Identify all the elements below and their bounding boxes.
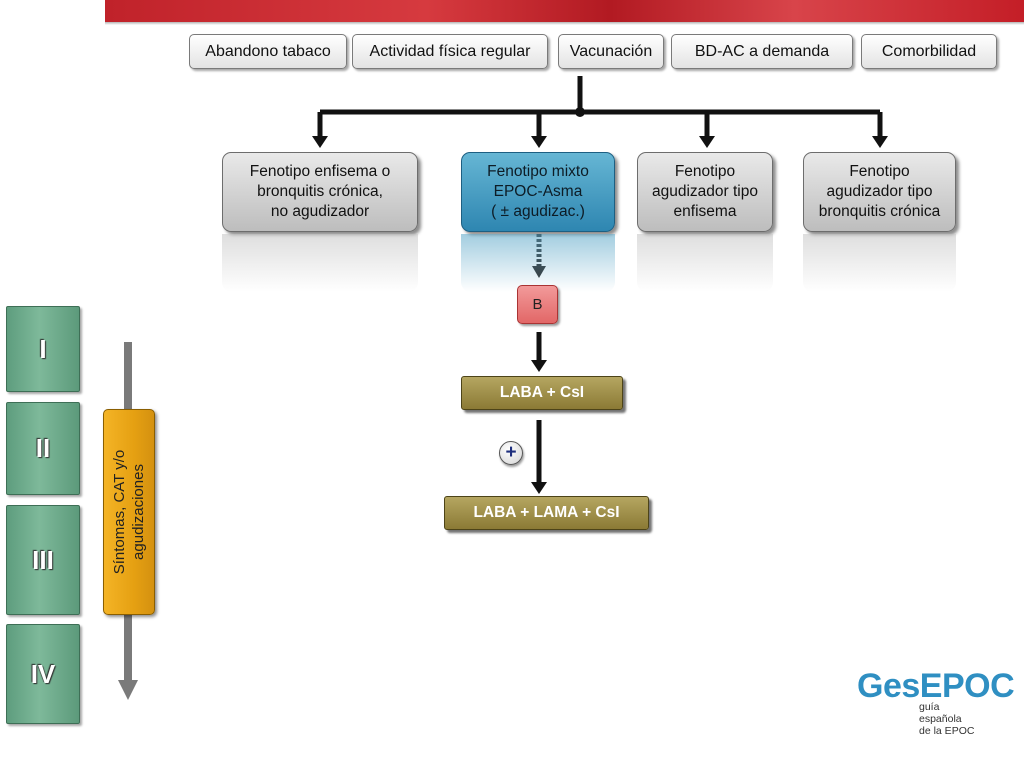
- logo-wordmark: GesEPOC: [857, 667, 1015, 705]
- phenotype-label: Fenotipo agudizador tipo bronquitis crón…: [818, 163, 941, 220]
- action-label: Abandono tabaco: [205, 42, 331, 60]
- drop-arrow-2: [531, 136, 547, 148]
- action-bronchodilator-button[interactable]: BD-AC a demanda: [671, 34, 853, 69]
- add-step-label: +: [505, 442, 517, 463]
- phenotype-label: Fenotipo mixto EPOC-Asma ( ± agudizac.): [487, 163, 589, 220]
- arrow-step1-to-step2: [531, 482, 547, 494]
- severity-axis-label: Síntomas, CAT y/o agudizaciones: [111, 449, 147, 575]
- phenotype-mixed-copd-asthma[interactable]: Fenotipo mixto EPOC-Asma ( ± agudizac.): [461, 152, 615, 232]
- action-label: BD-AC a demanda: [694, 42, 830, 60]
- drop-arrow-3: [699, 136, 715, 148]
- action-physical-activity-button[interactable]: Actividad física regular: [352, 34, 548, 69]
- phenotype-reflection: [803, 234, 956, 292]
- add-step-icon: +: [499, 441, 523, 465]
- phenotype-code-label: B: [532, 296, 543, 313]
- action-label: Vacunación: [569, 42, 653, 60]
- phenotype-reflection: [637, 234, 773, 292]
- action-vaccination-button[interactable]: Vacunación: [558, 34, 664, 69]
- phenotype-code-badge[interactable]: B: [517, 285, 558, 324]
- gesepoc-logo: GesEPOC guía española de la EPOC: [857, 667, 1017, 747]
- level-label: III: [32, 544, 54, 575]
- action-comorbidity-button[interactable]: Comorbilidad: [861, 34, 997, 69]
- drop-arrow-1: [312, 136, 328, 148]
- phenotype-exacerbator-emphysema[interactable]: Fenotipo agudizador tipo enfisema: [637, 152, 773, 232]
- treatment-step1-box[interactable]: LABA + CsI: [461, 376, 623, 410]
- logo-tagline: guía española de la EPOC: [919, 701, 975, 737]
- phenotype-reflection: [222, 234, 418, 292]
- phenotype-non-exacerbator[interactable]: Fenotipo enfisema o bronquitis crónica, …: [222, 152, 418, 232]
- treatment-step2-label: LABA + LAMA + CsI: [473, 504, 620, 521]
- level-box-1[interactable]: I: [6, 306, 80, 392]
- severity-axis-box: Síntomas, CAT y/o agudizaciones: [103, 409, 155, 615]
- phenotype-label: Fenotipo enfisema o bronquitis crónica, …: [249, 163, 391, 220]
- level-box-2[interactable]: II: [6, 402, 80, 495]
- action-label: Actividad física regular: [369, 42, 531, 60]
- header-banner: [105, 0, 1024, 22]
- phenotype-reflection: [461, 234, 615, 292]
- phenotype-exacerbator-bronchitis[interactable]: Fenotipo agudizador tipo bronquitis crón…: [803, 152, 956, 232]
- phenotype-label: Fenotipo agudizador tipo enfisema: [652, 163, 758, 220]
- level-box-3[interactable]: III: [6, 505, 80, 615]
- level-label: II: [35, 433, 51, 463]
- action-quit-smoking-button[interactable]: Abandono tabaco: [189, 34, 347, 69]
- severity-arrow-head: [118, 680, 138, 700]
- arrow-b-to-step1: [531, 360, 547, 372]
- treatment-step1-label: LABA + CsI: [499, 384, 585, 401]
- level-label: IV: [30, 658, 56, 689]
- drop-arrow-4: [872, 136, 888, 148]
- level-box-4[interactable]: IV: [6, 624, 80, 724]
- header-banner-shadow: [105, 22, 1024, 25]
- action-label: Comorbilidad: [881, 42, 977, 60]
- treatment-step2-box[interactable]: LABA + LAMA + CsI: [444, 496, 649, 530]
- level-label: I: [39, 333, 47, 364]
